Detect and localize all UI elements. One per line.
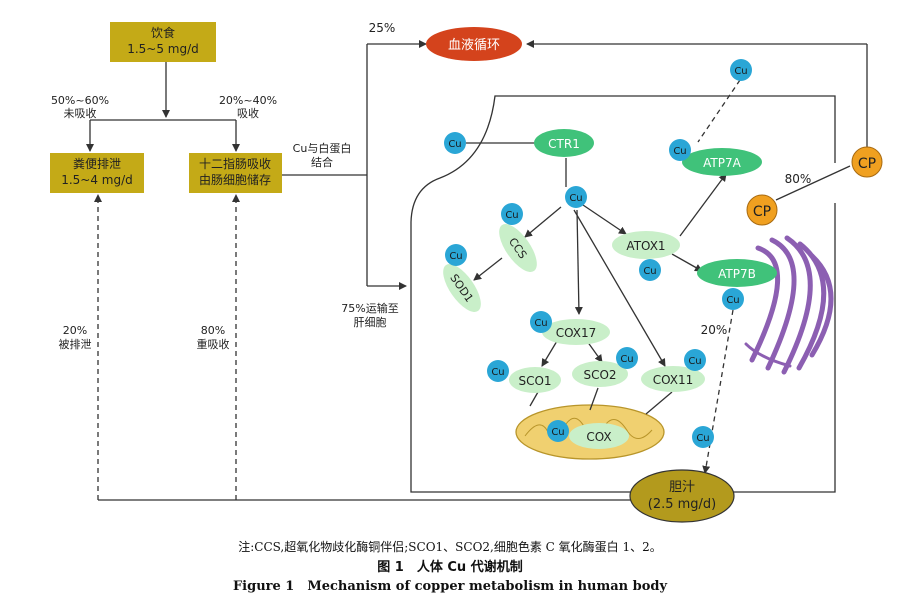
protein-sod1: SOD1: [443, 264, 481, 312]
cu-ion-label: Cu: [688, 356, 701, 367]
duodenum-absorption-box: 十二指肠吸收 由肠细胞储存: [189, 153, 282, 193]
svg-text:粪便排泄: 粪便排泄: [73, 157, 121, 171]
cu-ion-label: Cu: [696, 433, 709, 444]
svg-text:饮食: 饮食: [151, 25, 175, 40]
reabsorbed-label: 80% 重吸收: [197, 324, 230, 351]
svg-text:1.5~4 mg/d: 1.5~4 mg/d: [61, 173, 133, 187]
cu-ion-1: [444, 132, 466, 154]
svg-text:SCO2: SCO2: [583, 368, 616, 382]
cu-ion-3: [501, 203, 523, 225]
protein-atp7a: ATP7A: [682, 148, 762, 176]
cu-ion-label: Cu: [449, 251, 462, 262]
cu-ion-label: Cu: [643, 266, 656, 277]
bile-percent-label: 20%: [701, 323, 728, 337]
liver-transport-label: 75%运输至 肝细胞: [341, 301, 398, 329]
svg-text:SCO1: SCO1: [518, 374, 551, 388]
cu-ion-label: Cu: [505, 210, 518, 221]
svg-text:(2.5 mg/d): (2.5 mg/d): [648, 497, 717, 512]
protein-ccs: CCS: [499, 224, 537, 272]
cu-ion-8: [722, 288, 744, 310]
svg-text:50%~60%: 50%~60%: [51, 94, 109, 107]
cu-ion-label: Cu: [448, 139, 461, 150]
protein-atp7b: ATP7B: [697, 259, 777, 287]
protein-cox11: COX11: [641, 366, 705, 392]
protein-atox1: ATOX1: [612, 231, 680, 259]
feces-excretion-box: 粪便排泄 1.5~4 mg/d: [50, 153, 144, 193]
ceruloplasmin-node-outer: CP: [851, 146, 883, 178]
svg-text:ATP7B: ATP7B: [718, 267, 756, 281]
cu-ion-label: Cu: [734, 66, 747, 77]
cu-ion-label: Cu: [534, 318, 547, 329]
cu-ion-5: [639, 259, 661, 281]
svg-text:ATOX1: ATOX1: [626, 239, 665, 253]
cu-ion-9: [530, 311, 552, 333]
svg-text:未吸收: 未吸收: [64, 106, 97, 120]
cp-to-blood-line: [526, 40, 868, 201]
cu-ion-label: Cu: [620, 354, 633, 365]
absorbed-label: 20%~40% 吸收: [219, 94, 277, 120]
left-flow-lines: [86, 40, 632, 501]
svg-text:1.5~5 mg/d: 1.5~5 mg/d: [127, 42, 199, 56]
pathway-arrows: [466, 79, 741, 474]
protein-cox17: COX17: [542, 319, 610, 345]
svg-text:COX11: COX11: [653, 373, 694, 387]
svg-text:由肠细胞储存: 由肠细胞储存: [199, 172, 271, 187]
cu-ion-6: [730, 59, 752, 81]
cu-ion-label: Cu: [569, 193, 582, 204]
blood-circulation-node: 血液循环: [426, 27, 522, 61]
golgi-apparatus: [744, 235, 834, 375]
figure-note: 注:CCS,超氧化物歧化酶铜伴侣;SCO1、SCO2,细胞色素 C 氧化酶蛋白 …: [238, 540, 662, 554]
cu-ion-4: [445, 244, 467, 266]
svg-text:ATP7A: ATP7A: [703, 156, 741, 170]
figure-title-cn: 图 1 人体 Cu 代谢机制: [377, 560, 523, 575]
bile-node: 胆汁 (2.5 mg/d): [629, 469, 735, 523]
svg-text:CTR1: CTR1: [548, 137, 580, 151]
svg-text:血液循环: 血液循环: [448, 38, 500, 53]
cu-ion-10: [487, 360, 509, 382]
svg-text:75%运输至: 75%运输至: [341, 301, 398, 315]
protein-sco2: SCO2: [572, 361, 628, 387]
excreted-label: 20% 被排泄: [59, 324, 92, 351]
cp-percent-label: 80%: [785, 172, 812, 186]
cu-ion-2: [565, 186, 587, 208]
diet-box: 饮食 1.5~5 mg/d: [110, 22, 216, 62]
svg-text:CP: CP: [753, 204, 771, 220]
cu-ion-7: [669, 139, 691, 161]
liver-cell-outline: [410, 95, 836, 493]
figure-title-en: Figure 1 Mechanism of copper metabolism …: [232, 579, 668, 594]
cu-ion-label: Cu: [726, 295, 739, 306]
svg-text:CP: CP: [858, 156, 876, 172]
svg-text:胆汁: 胆汁: [669, 480, 695, 495]
cu-ion-14: [692, 426, 714, 448]
protein-ctr1: CTR1: [534, 129, 594, 157]
albumin-binding-label: Cu与白蛋白 结合: [293, 141, 352, 169]
cu-ion-13: [547, 420, 569, 442]
cu-ion-11: [616, 347, 638, 369]
svg-text:80%: 80%: [201, 324, 225, 337]
svg-text:COX: COX: [586, 430, 611, 444]
unabsorbed-label: 50%~60% 未吸收: [51, 94, 109, 120]
svg-text:COX17: COX17: [556, 326, 597, 340]
cu-ion-12: [684, 349, 706, 371]
cu-ion-label: Cu: [673, 146, 686, 157]
svg-text:肝细胞: 肝细胞: [354, 316, 387, 329]
svg-text:结合: 结合: [311, 155, 333, 169]
protein-sco1: SCO1: [509, 367, 561, 393]
protein-cox: COX: [569, 423, 629, 449]
cu-ion-label: Cu: [491, 367, 504, 378]
blood-percent-label: 25%: [369, 21, 396, 35]
svg-text:20%: 20%: [63, 324, 87, 337]
svg-text:十二指肠吸收: 十二指肠吸收: [199, 156, 271, 171]
svg-text:重吸收: 重吸收: [197, 337, 230, 351]
svg-text:20%~40%: 20%~40%: [219, 94, 277, 107]
svg-text:被排泄: 被排泄: [59, 337, 92, 351]
svg-text:Cu与白蛋白: Cu与白蛋白: [293, 141, 352, 155]
svg-text:吸收: 吸收: [237, 106, 259, 120]
cu-ion-label: Cu: [551, 427, 564, 438]
ceruloplasmin-node-inner: CP: [746, 194, 778, 226]
